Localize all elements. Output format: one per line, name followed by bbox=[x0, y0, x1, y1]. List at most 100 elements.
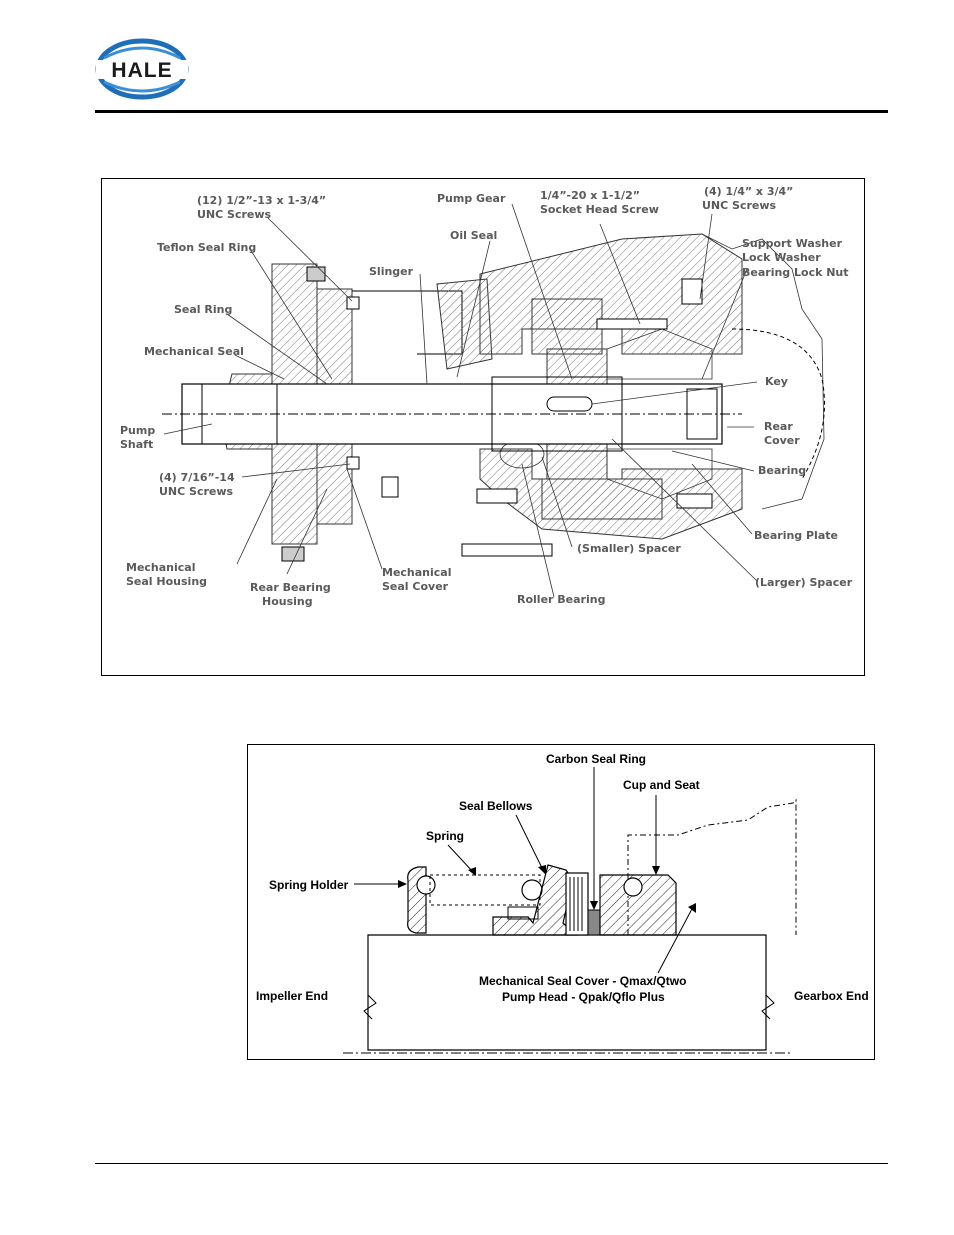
hale-logo: HALE bbox=[94, 36, 190, 102]
spring-shape bbox=[429, 874, 541, 906]
seal-housing-upper bbox=[271, 263, 318, 385]
label-cup-and-seat: Cup and Seat bbox=[623, 778, 700, 792]
lower-bolt bbox=[476, 488, 518, 504]
cup-and-seat-shape bbox=[599, 874, 677, 936]
carbon-seal-ring bbox=[587, 909, 601, 936]
leader-key bbox=[591, 381, 758, 405]
leader-seal-ring bbox=[226, 313, 328, 385]
leader-seal-housing bbox=[236, 478, 278, 565]
header-rule bbox=[95, 110, 888, 113]
gearbox-section-figure: (12) 1/2”-13 x 1-3/4” UNC Screws Pump Ge… bbox=[101, 178, 865, 676]
leader-oil-seal bbox=[456, 240, 491, 378]
seal-housing-lower bbox=[271, 443, 318, 545]
label-seal-cover-line1: Mechanical bbox=[382, 566, 452, 579]
spring-holder-coil bbox=[416, 875, 436, 895]
arrow-cup-seat bbox=[652, 866, 660, 875]
carbon-ring-stripes bbox=[569, 877, 583, 931]
gear-hub-upper bbox=[531, 298, 603, 355]
leader-seal-cover bbox=[346, 468, 383, 570]
leader-screws-4-top bbox=[699, 213, 713, 300]
gearbox-section-drawing: (12) 1/2”-13 x 1-3/4” UNC Screws Pump Ge… bbox=[120, 185, 853, 608]
label-support-washer-line1: Support Washer bbox=[742, 237, 843, 250]
leader-screws-12 bbox=[266, 216, 353, 302]
label-spring: Spring bbox=[426, 829, 464, 843]
housing-bolt bbox=[381, 476, 399, 498]
label-bearing-plate: Bearing Plate bbox=[754, 529, 838, 542]
logo-text: HALE bbox=[111, 59, 172, 82]
leader-pump-shaft bbox=[163, 423, 213, 435]
seal-leaders bbox=[354, 767, 696, 974]
label-seal-bellows: Seal Bellows bbox=[459, 799, 533, 813]
logo-swoosh-top bbox=[103, 46, 181, 60]
label-rear-cover-line1: Rear bbox=[764, 420, 793, 433]
leader-spring bbox=[447, 844, 474, 873]
spring-end-coil bbox=[521, 879, 543, 901]
logo-graphic: HALE bbox=[95, 38, 189, 100]
bellows-retainer bbox=[507, 906, 539, 920]
taper-bearing-upper bbox=[606, 328, 713, 380]
leader-support-washer bbox=[701, 268, 748, 380]
right-lower-bolt bbox=[676, 493, 713, 509]
label-screws-12-line1: (12) 1/2”-13 x 1-3/4” bbox=[197, 194, 326, 207]
screws-drawing bbox=[281, 266, 713, 562]
lower-gear-section bbox=[541, 478, 663, 520]
arrow-spring-holder bbox=[398, 880, 407, 888]
leader-lines bbox=[163, 203, 758, 598]
pump-gear-upper bbox=[546, 348, 608, 390]
arrow-seal-cover bbox=[688, 903, 696, 913]
label-pump-shaft-line2: Shaft bbox=[120, 438, 153, 451]
footer-rule bbox=[95, 1163, 888, 1164]
leader-larger-spacer bbox=[611, 438, 758, 582]
label-teflon-seal-ring: Teflon Seal Ring bbox=[157, 241, 256, 254]
label-socket-screw-line2: Socket Head Screw bbox=[540, 203, 659, 216]
label-pump-shaft-line1: Pump bbox=[120, 424, 155, 437]
label-seal-housing-line1: Mechanical bbox=[126, 561, 196, 574]
mechanical-seal-figure: Carbon Seal Ring Cup and Seat Seal Bello… bbox=[247, 744, 875, 1060]
gear-case-outline bbox=[701, 233, 825, 510]
label-support-washer-line2: Lock Washer bbox=[742, 251, 821, 264]
rear-cover-outline bbox=[731, 328, 825, 480]
pump-shaft-drawing bbox=[162, 376, 742, 452]
leader-smaller-spacer bbox=[541, 456, 573, 548]
leader-slinger bbox=[419, 273, 428, 385]
shaft-key bbox=[546, 396, 593, 412]
mechanical-seal-drawing: Carbon Seal Ring Cup and Seat Seal Bello… bbox=[256, 752, 869, 1054]
screw-top-head bbox=[306, 266, 326, 282]
leader-bearing bbox=[671, 450, 755, 472]
label-slinger: Slinger bbox=[369, 265, 414, 278]
leader-teflon bbox=[249, 248, 333, 380]
label-roller-bearing: Roller Bearing bbox=[517, 593, 605, 606]
leader-socket-screw bbox=[599, 223, 641, 325]
socket-head-screw bbox=[596, 318, 668, 330]
rear-bearing-housing-upper bbox=[316, 288, 353, 385]
label-mechanical-seal: Mechanical Seal bbox=[144, 345, 244, 358]
label-screws-12-line2: UNC Screws bbox=[197, 208, 272, 221]
leader-mech-seal bbox=[234, 354, 285, 380]
long-bolt bbox=[461, 543, 553, 557]
screw-bottom-head bbox=[281, 546, 305, 562]
label-rear-bearing-housing-line2: Housing bbox=[262, 595, 313, 608]
leader-roller-bearing bbox=[521, 463, 555, 598]
label-socket-screw-line1: 1/4”-20 x 1-1/2” bbox=[540, 189, 640, 202]
screw-716-head bbox=[346, 456, 360, 470]
logo-text-band bbox=[96, 60, 188, 79]
label-larger-spacer: (Larger) Spacer bbox=[755, 576, 853, 589]
arrow-spring bbox=[468, 867, 476, 876]
label-oil-seal: Oil Seal bbox=[450, 229, 497, 242]
leader-bearing-plate bbox=[691, 463, 753, 535]
gearbox-housing-outline bbox=[627, 798, 797, 935]
label-spring-holder: Spring Holder bbox=[269, 878, 349, 892]
break-mark-right bbox=[761, 994, 775, 1020]
carbon-ring-housing bbox=[565, 872, 589, 936]
screw-12-head bbox=[346, 296, 360, 310]
label-seal-cover-line2: Seal Cover bbox=[382, 580, 449, 593]
label-impeller-end: Impeller End bbox=[256, 989, 328, 1003]
label-screws-716-line1: (4) 7/16”-14 bbox=[159, 471, 235, 484]
upper-casting bbox=[436, 278, 493, 370]
label-key: Key bbox=[765, 375, 788, 388]
label-seal-cover-line2: Pump Head - Qpak/Qflo Plus bbox=[502, 990, 665, 1004]
label-screws-4-top-line1: (4) 1/4” x 3/4” bbox=[704, 185, 793, 198]
label-support-washer-line3: Bearing Lock Nut bbox=[742, 266, 849, 279]
label-screws-716-line2: UNC Screws bbox=[159, 485, 234, 498]
arrow-bellows bbox=[538, 865, 546, 875]
